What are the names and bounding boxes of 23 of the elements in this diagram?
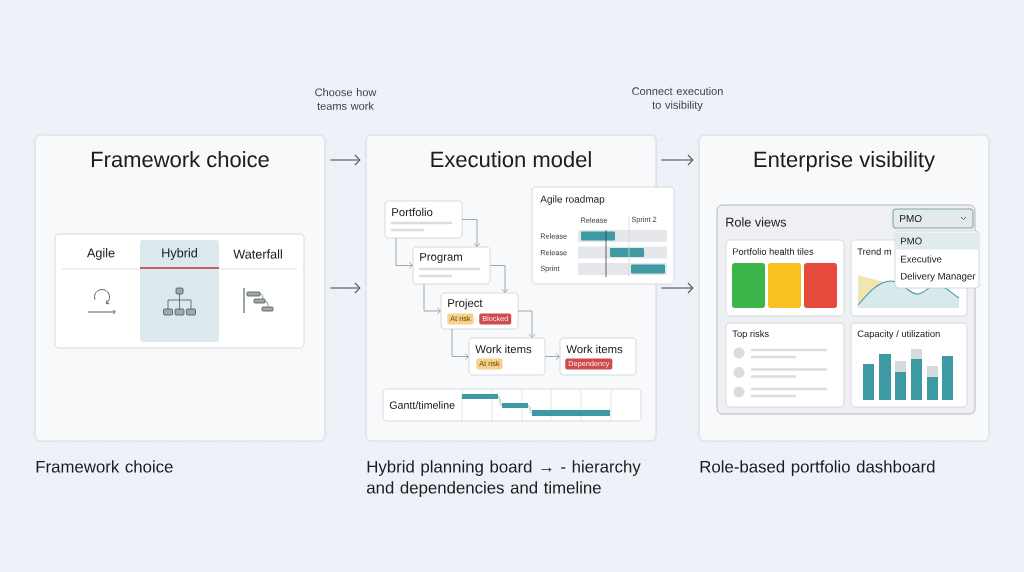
- dropdown: PMO: [892, 208, 974, 229]
- selected-tab: Hybrid: [139, 240, 220, 342]
- tab-label: Agile: [86, 248, 115, 260]
- arrow: [451, 328, 469, 360]
- menu-item: Executive: [901, 255, 942, 263]
- tab-label: Waterfall: [233, 249, 282, 259]
- arrow: [517, 310, 536, 338]
- arrow: [329, 154, 361, 166]
- arrow: [423, 283, 441, 315]
- card: Portfolio: [384, 200, 463, 239]
- edge-label: Connect execution to visibility: [632, 87, 723, 111]
- node-label: Hybrid planning board → - hierarchy and dependencies and timeline: [367, 460, 641, 497]
- arrow: [544, 353, 560, 360]
- arrow: [660, 282, 694, 294]
- card: Program: [412, 246, 491, 285]
- node-label: Role-based portfolio dashboard: [700, 460, 935, 476]
- arrow: [489, 265, 509, 293]
- arrow: [660, 154, 694, 166]
- node-label: Framework choice: [36, 460, 173, 473]
- arrow: [395, 237, 413, 269]
- arrow: [329, 282, 361, 294]
- edge-label: Choose how teams work: [315, 88, 377, 110]
- arrow: [461, 219, 481, 247]
